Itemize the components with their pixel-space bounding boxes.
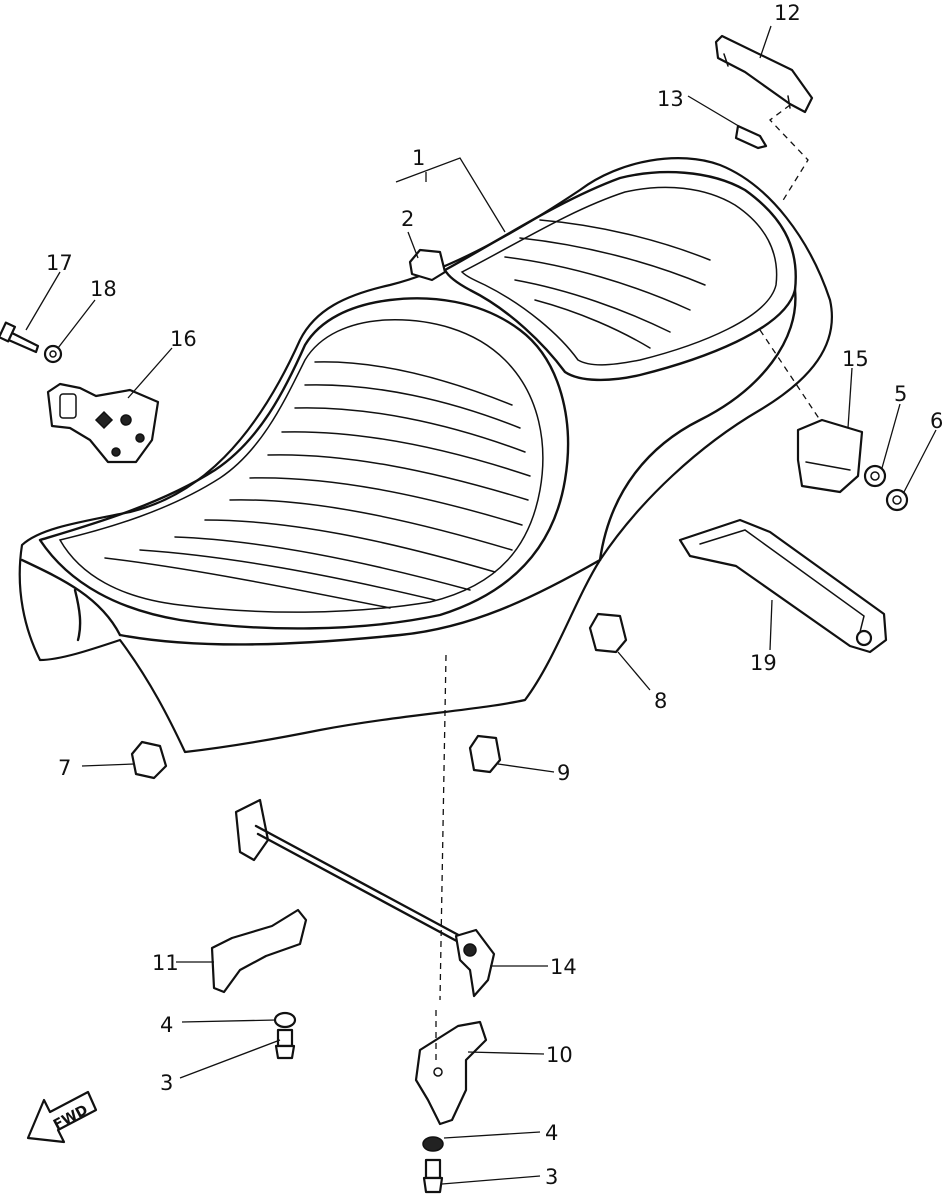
hinge-rod — [234, 798, 496, 998]
bolt-3-bottom — [422, 1158, 444, 1194]
callout-8: 8 — [654, 689, 667, 713]
callout-14: 14 — [550, 955, 577, 979]
callout-3-left: 3 — [160, 1071, 173, 1095]
nut-6 — [885, 488, 909, 512]
callout-11: 11 — [152, 951, 179, 975]
bolt-17 — [0, 321, 40, 354]
callout-5: 5 — [894, 382, 907, 406]
alignment-lines — [435, 104, 821, 1060]
grab-bar — [714, 34, 814, 114]
callout-19: 19 — [750, 651, 777, 675]
callout-4-left: 4 — [160, 1013, 173, 1037]
callout-1: 1 — [412, 146, 425, 170]
callout-4-bottom: 4 — [545, 1121, 558, 1145]
damper-7 — [130, 740, 168, 780]
washer-4-left — [273, 1011, 297, 1029]
bolt-13 — [734, 124, 768, 150]
bracket-10 — [414, 1020, 488, 1126]
damper-8 — [588, 612, 628, 654]
washer-5 — [863, 464, 887, 488]
tray-19 — [678, 518, 888, 654]
callout-15: 15 — [842, 347, 869, 371]
damper-9 — [468, 734, 502, 774]
bracket-11 — [210, 908, 308, 994]
leader-lines — [25, 25, 937, 1185]
callout-10: 10 — [546, 1043, 573, 1067]
washer-4-bottom — [422, 1136, 444, 1152]
bolt-3-left — [274, 1028, 296, 1060]
callout-12: 12 — [774, 1, 801, 25]
callout-9: 9 — [557, 761, 570, 785]
strap-clip — [408, 248, 447, 282]
seat-lock — [46, 382, 160, 464]
callout-2: 2 — [401, 207, 414, 231]
bracket-15 — [796, 418, 864, 494]
callout-17: 17 — [46, 251, 73, 275]
callout-6: 6 — [930, 409, 943, 433]
callout-7: 7 — [58, 756, 71, 780]
seat-assembly — [18, 157, 833, 754]
callout-16: 16 — [170, 327, 197, 351]
callout-13: 13 — [657, 87, 684, 111]
callout-18: 18 — [90, 277, 117, 301]
fwd-arrow: FWD — [26, 1090, 98, 1144]
callout-labels: 1 2 12 13 17 18 16 15 5 6 19 8 7 9 11 14… — [46, 1, 943, 1189]
nut-18 — [43, 344, 63, 364]
callout-3-bottom: 3 — [545, 1165, 558, 1189]
